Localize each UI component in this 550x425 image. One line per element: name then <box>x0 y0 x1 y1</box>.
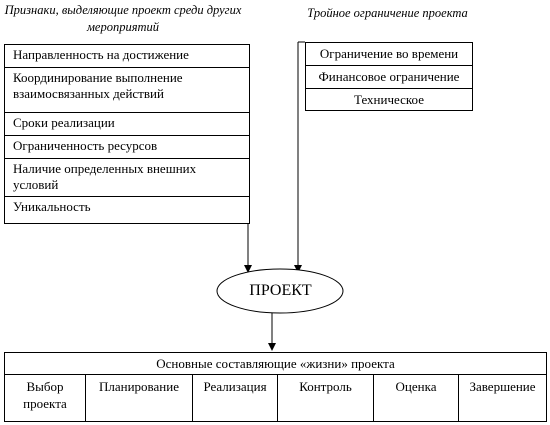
feature-item: Сроки реализации <box>5 113 249 136</box>
feature-item: Координирование выполнение взаимосвязанн… <box>5 68 249 113</box>
lifecycle-stages: Выбор проекта Планирование Реализация Ко… <box>5 375 546 421</box>
stage-cell: Реализация <box>193 375 278 421</box>
right-caption: Тройное ограничение проекта <box>307 6 468 20</box>
constraint-item: Техническое <box>354 92 424 107</box>
lifecycle-title: Основные составляющие «жизни» проекта <box>5 353 546 375</box>
left-caption: Признаки, выделяющие проект среди других… <box>4 3 242 34</box>
constraints-box: Ограничение во времени Финансовое ограни… <box>305 42 473 111</box>
lifecycle-table: Основные составляющие «жизни» проекта Вы… <box>4 352 547 422</box>
constraint-item: Финансовое ограничение <box>306 66 472 89</box>
feature-item: Направленность на достижение <box>5 45 249 68</box>
feature-item: Уникальность <box>13 199 91 214</box>
stage-cell: Завершение <box>469 379 536 394</box>
feature-item: Наличие определенных внешних условий <box>5 159 249 197</box>
project-label: ПРОЕКТ <box>249 282 312 299</box>
stage-cell: Оценка <box>374 375 459 421</box>
constraint-item: Ограничение во времени <box>306 43 472 66</box>
feature-item: Ограниченность ресурсов <box>5 136 249 159</box>
stage-cell: Выбор проекта <box>5 375 86 421</box>
features-box: Направленность на достижение Координиров… <box>4 44 250 224</box>
stage-cell: Контроль <box>278 375 374 421</box>
stage-cell: Планирование <box>86 375 193 421</box>
project-ellipse <box>216 268 344 314</box>
